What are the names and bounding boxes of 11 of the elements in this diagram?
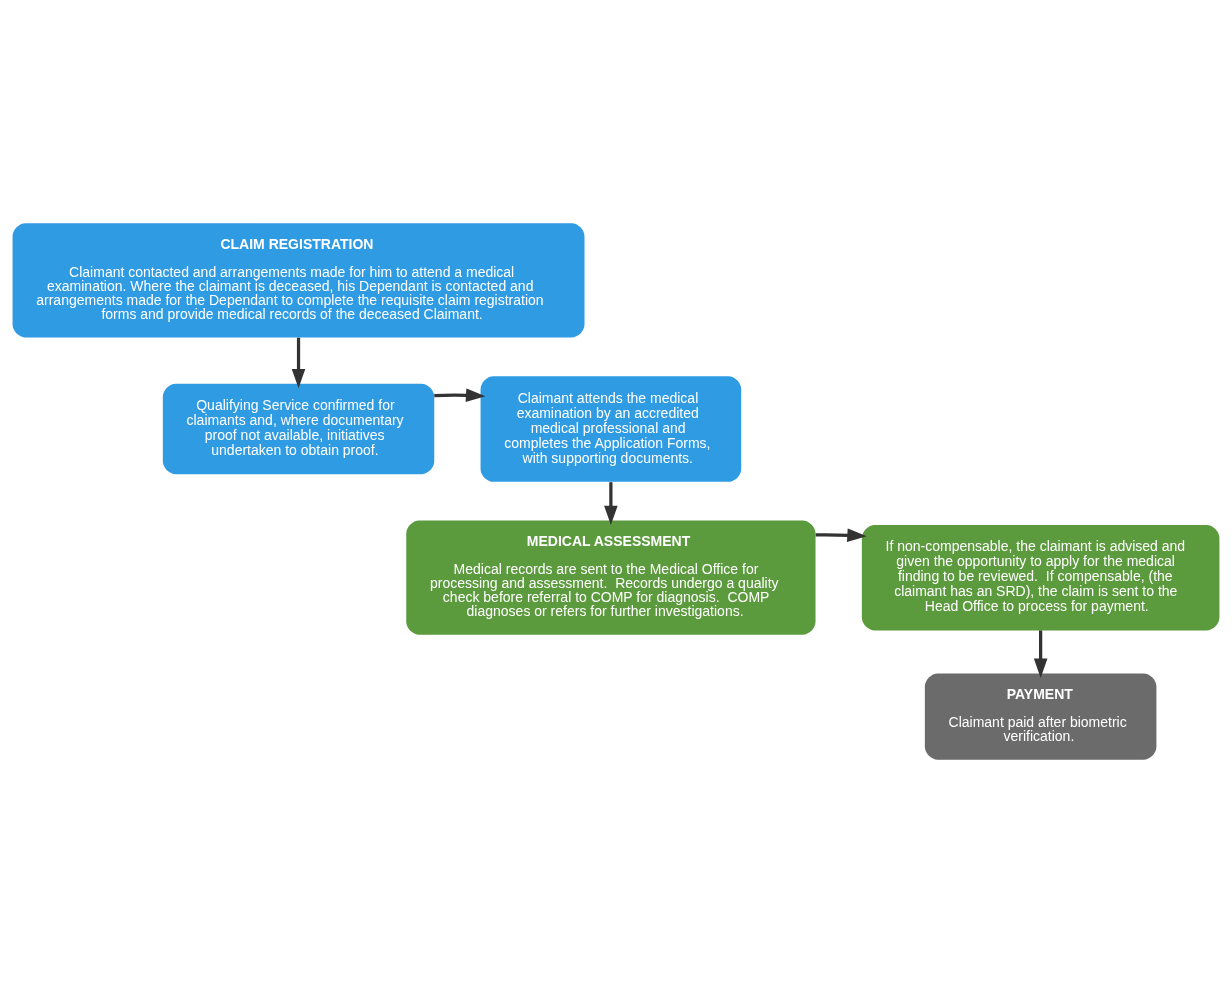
arrow: [434, 387, 486, 402]
arrow: [291, 337, 306, 388]
node-box: Qualifying Service confirmed for claimants and, where documentary proof not available, initiatives undertaken to obtain proof.: [162, 383, 435, 474]
arrow: [604, 481, 618, 525]
node-box: CLAIM REGISTRATION Claimant contacted and arrangements made for him to attend a medical examination. Where the claimant is deceased, his Dependant is contacted and arrangements made for the Dependant to complete the requisite claim registration forms and provide medical records of the deceased Claimant.: [12, 222, 585, 337]
node-box: If non-compensable, the claimant is advised and given the opportunity to apply for the medical finding to be reviewed. If compensable, (the claimant has an SRD), the claim is sent to the Head Office to process for payment.: [861, 524, 1220, 630]
arrow: [1033, 629, 1048, 678]
node-box: Claimant attends the medical examination by an accredited medical professional and completes the Application Forms, with supporting documents.: [480, 375, 742, 482]
node-box: MEDICAL ASSESSMENT Medical records are sent to the Medical Office for processing and assessment. Records undergo a quality check before referral to COMP for diagnosis. COMP diagnoses or refers for further investigations.: [406, 520, 816, 635]
node-box: PAYMENT Claimant paid after biometric verification.: [924, 673, 1157, 760]
arrow: [815, 527, 867, 542]
